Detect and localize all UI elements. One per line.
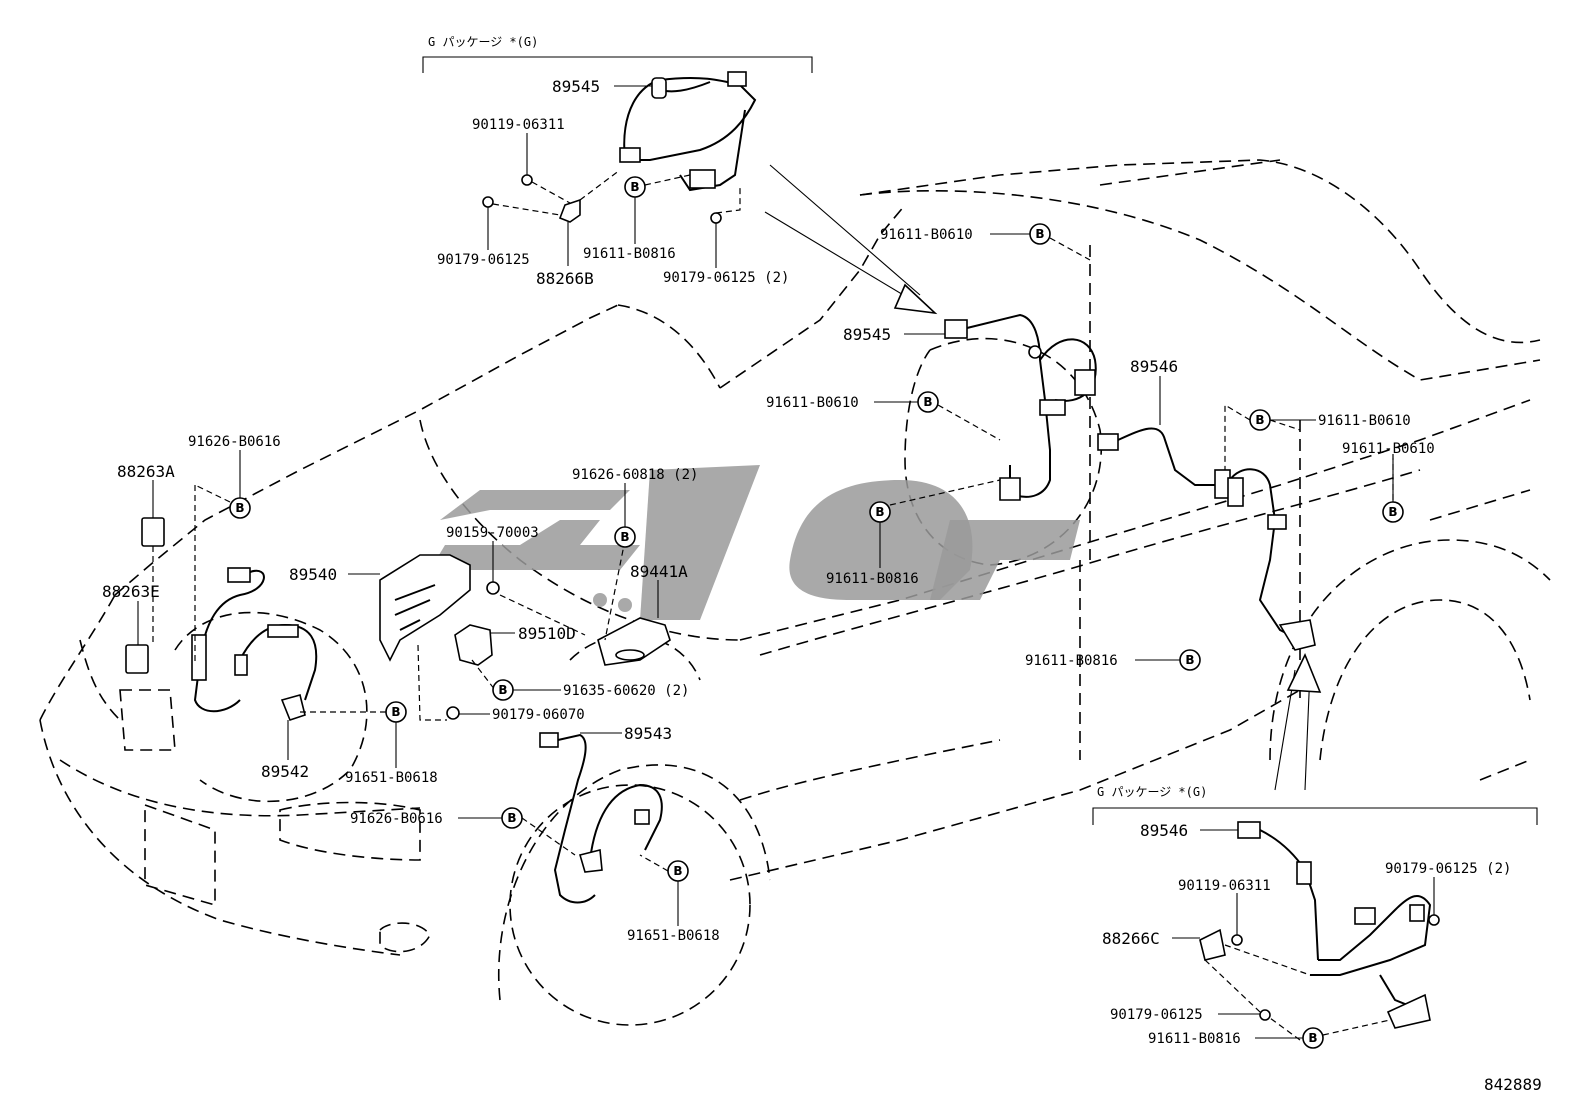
label-90179-06125-2-top: 90179-06125 (2): [663, 270, 789, 286]
label-88266B: 88266B: [536, 269, 594, 288]
bolt-symbols: B B B B B B B B B B B B B B: [229, 176, 1404, 1049]
label-91611-B0610-b: 91611-B0610: [766, 395, 859, 411]
top-bracket-88266B: [482, 169, 741, 224]
svg-text:B: B: [507, 811, 516, 825]
bolt-symbol-b0610-d: B: [1382, 501, 1404, 523]
label-91626-60818-2: 91626-60818 (2): [572, 467, 698, 483]
bolt-symbol-b0610-c: B: [1249, 409, 1271, 431]
svg-text:B: B: [1388, 505, 1397, 519]
car-body-outline: [39, 159, 1551, 1026]
top-package-bracket: G パッケージ *(G): [422, 35, 813, 73]
label-91611-B0610-d: 91611-B0610: [1342, 441, 1435, 457]
bolt-symbol-91635: B: [492, 679, 514, 701]
label-89542: 89542: [261, 762, 309, 781]
label-90179-06125-top: 90179-06125: [437, 252, 530, 268]
label-89540: 89540: [289, 565, 337, 584]
label-91611-B0816-mid: 91611-B0816: [826, 571, 919, 587]
rear-sensor-89546-wire: [1097, 427, 1316, 651]
label-91651-B0618-left: 91651-B0618: [345, 770, 438, 786]
label-91611-B0816-top: 91611-B0816: [583, 246, 676, 262]
sensor-89510D-89441A: [417, 539, 671, 721]
diagram-number: 842889: [1484, 1075, 1542, 1094]
bolt-symbol-60818: B: [614, 526, 636, 548]
top-sensor-89545-wire: [619, 71, 757, 192]
front-sensor-89543-wire: [539, 732, 663, 904]
label-89545-mid: 89545: [843, 325, 891, 344]
bolt-symbol-top: B: [624, 176, 646, 198]
front-left-sensor-89542-wire: [191, 567, 318, 721]
relays-88263: [125, 485, 196, 674]
label-91611-B0610-c: 91611-B0610: [1318, 413, 1411, 429]
svg-text:B: B: [391, 705, 400, 719]
label-91611-B0610-a: 91611-B0610: [880, 227, 973, 243]
svg-text:B: B: [673, 864, 682, 878]
bolt-symbol-b0816-mid: B: [869, 501, 891, 523]
label-91611-B0816-bottom: 91611-B0816: [1148, 1031, 1241, 1047]
pointer-arrows: [764, 164, 1322, 791]
watermark-logo: [430, 465, 1080, 620]
svg-text:B: B: [1255, 413, 1264, 427]
svg-text:B: B: [1035, 227, 1044, 241]
label-91651-B0618-bottom: 91651-B0618: [627, 928, 720, 944]
svg-text:B: B: [630, 180, 639, 194]
label-89543: 89543: [624, 724, 672, 743]
label-88263A: 88263A: [117, 462, 175, 481]
label-90179-06070: 90179-06070: [492, 707, 585, 723]
ecu-89540: [379, 554, 500, 662]
svg-text:B: B: [498, 683, 507, 697]
svg-text:B: B: [235, 501, 244, 515]
bolt-symbol-b0618-left: B: [385, 701, 407, 723]
label-89441A: 89441A: [630, 562, 688, 581]
label-88263E: 88263E: [102, 582, 160, 601]
label-91611-B0816-right: 91611-B0816: [1025, 653, 1118, 669]
svg-text:B: B: [875, 505, 884, 519]
label-90179-06125-bottom: 90179-06125: [1110, 1007, 1203, 1023]
label-91635-60620-2: 91635-60620 (2): [563, 683, 689, 699]
rear-sensor-89545-wire: [944, 313, 1097, 501]
label-91626-B0616-left: 91626-B0616: [188, 434, 281, 450]
svg-text:B: B: [923, 395, 932, 409]
svg-text:B: B: [620, 530, 629, 544]
label-91626-B0616-bottom: 91626-B0616: [350, 811, 443, 827]
label-89510D: 89510D: [518, 624, 576, 643]
label-89546-bottom: 89546: [1140, 821, 1188, 840]
svg-text:B: B: [1308, 1031, 1317, 1045]
bolt-symbol-b0610-b: B: [917, 391, 939, 413]
label-89546-mid: 89546: [1130, 357, 1178, 376]
part-labels: 89545 90119-06311 90179-06125 88266B 916…: [102, 77, 1542, 1094]
bolt-symbol-b0616-bottom: B: [501, 807, 523, 829]
label-89545-top: 89545: [552, 77, 600, 96]
bolt-symbol-b0816-bot: B: [1302, 1027, 1324, 1049]
label-90159-70003: 90159-70003: [446, 525, 539, 541]
leader-lines: [137, 85, 1435, 1039]
label-90119-06311-bottom: 90119-06311: [1178, 878, 1271, 894]
bolt-symbol-b0610-a: B: [1029, 223, 1051, 245]
bolt-link-lines: [194, 174, 1394, 1041]
svg-text:B: B: [1185, 653, 1194, 667]
bolt-symbol-b0616-left: B: [229, 497, 251, 519]
bottom-package-header: G パッケージ *(G): [1097, 785, 1207, 799]
label-88266C: 88266C: [1102, 929, 1160, 948]
label-90119-06311-top: 90119-06311: [472, 117, 565, 133]
top-package-header: G パッケージ *(G): [428, 35, 538, 49]
bolt-symbol-b0816-right: B: [1179, 649, 1201, 671]
bottom-package-bracket: G パッケージ *(G): [1092, 785, 1538, 825]
label-90179-06125-2-bottom: 90179-06125 (2): [1385, 861, 1511, 877]
bottom-sensor-89546-wire: [1199, 821, 1440, 1029]
bolt-symbol-b0618-bottom: B: [667, 860, 689, 882]
